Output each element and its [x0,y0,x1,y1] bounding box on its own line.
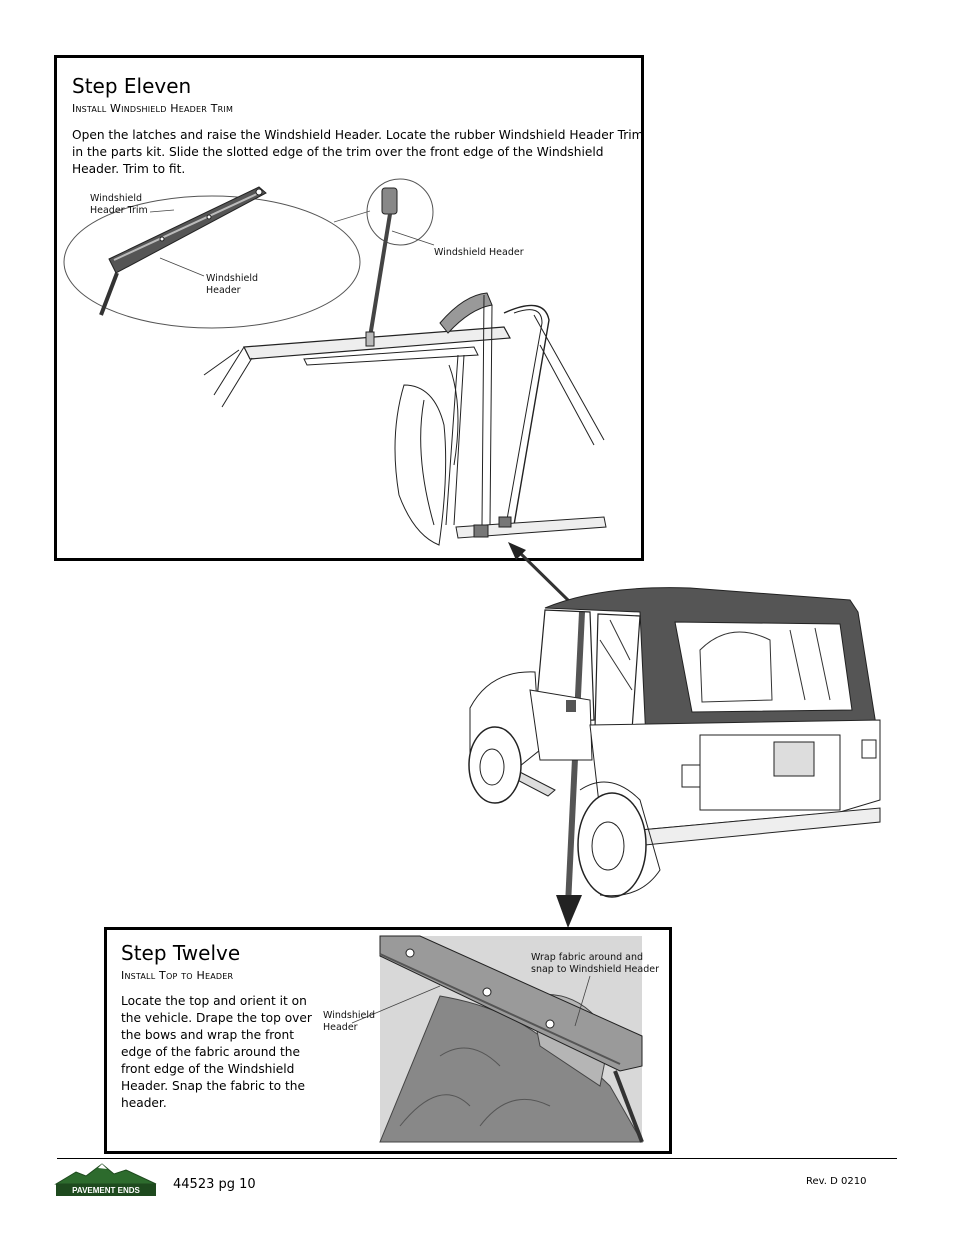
header-rod-detail [99,272,119,316]
revision-label: Rev. D 0210 [806,1176,867,1187]
windshield-frame [243,326,511,360]
rear-wheel [577,792,647,898]
trim-detail-ellipse [63,195,361,329]
windshield-header-bar [379,935,643,1072]
rear-bumper [639,807,881,846]
front-wheel [468,726,522,804]
trim-callout: Windshield Header Trim [90,193,148,216]
rear-window [674,621,853,713]
header-detail-circle [366,178,434,246]
door [529,689,593,761]
rear-crossbar [455,516,607,539]
spare-tire-mount [773,741,815,777]
tailgate [699,734,841,811]
step-eleven-title: Step Eleven [72,74,192,98]
front-fender [469,671,541,771]
step-eleven-subtitle: Install Windshield Header Trim [72,102,234,115]
arrow-to-step-twelve [565,611,585,906]
step-twelve-panel: Step Twelve Install Top to Header Locate… [104,927,672,1154]
step-twelve-instructions: Locate the top and orient it on the vehi… [121,994,312,1110]
header-callout: Windshield Header [434,247,524,258]
step-twelve-subtitle: Install Top to Header [121,969,234,982]
seat-outline [394,384,447,546]
rear-seat [699,631,773,703]
step-twelve-header-callout: Windshield Header [323,1010,375,1033]
step-twelve-illustration [351,935,644,1143]
step-twelve-title: Step Twelve [121,941,241,965]
rear-body [589,719,881,831]
header-detail-callout: Windshield Header [206,273,258,296]
step-eleven-illustration [63,178,607,546]
footer-rule [57,1158,897,1159]
wrap-fabric-callout: Wrap fabric around and snap to Windshiel… [531,952,660,975]
header-end-cap [381,187,398,215]
step-eleven-instructions: Open the latches and raise the Windshiel… [72,128,644,176]
page-number: 44523 pg 10 [173,1177,256,1192]
step-eleven-panel: Step Eleven Install Windshield Header Tr… [54,55,644,561]
pavement-ends-logo: PAVEMENT ENDS [54,1163,157,1196]
svg-text:PAVEMENT ENDS: PAVEMENT ENDS [72,1186,140,1195]
soft-top [544,587,877,741]
